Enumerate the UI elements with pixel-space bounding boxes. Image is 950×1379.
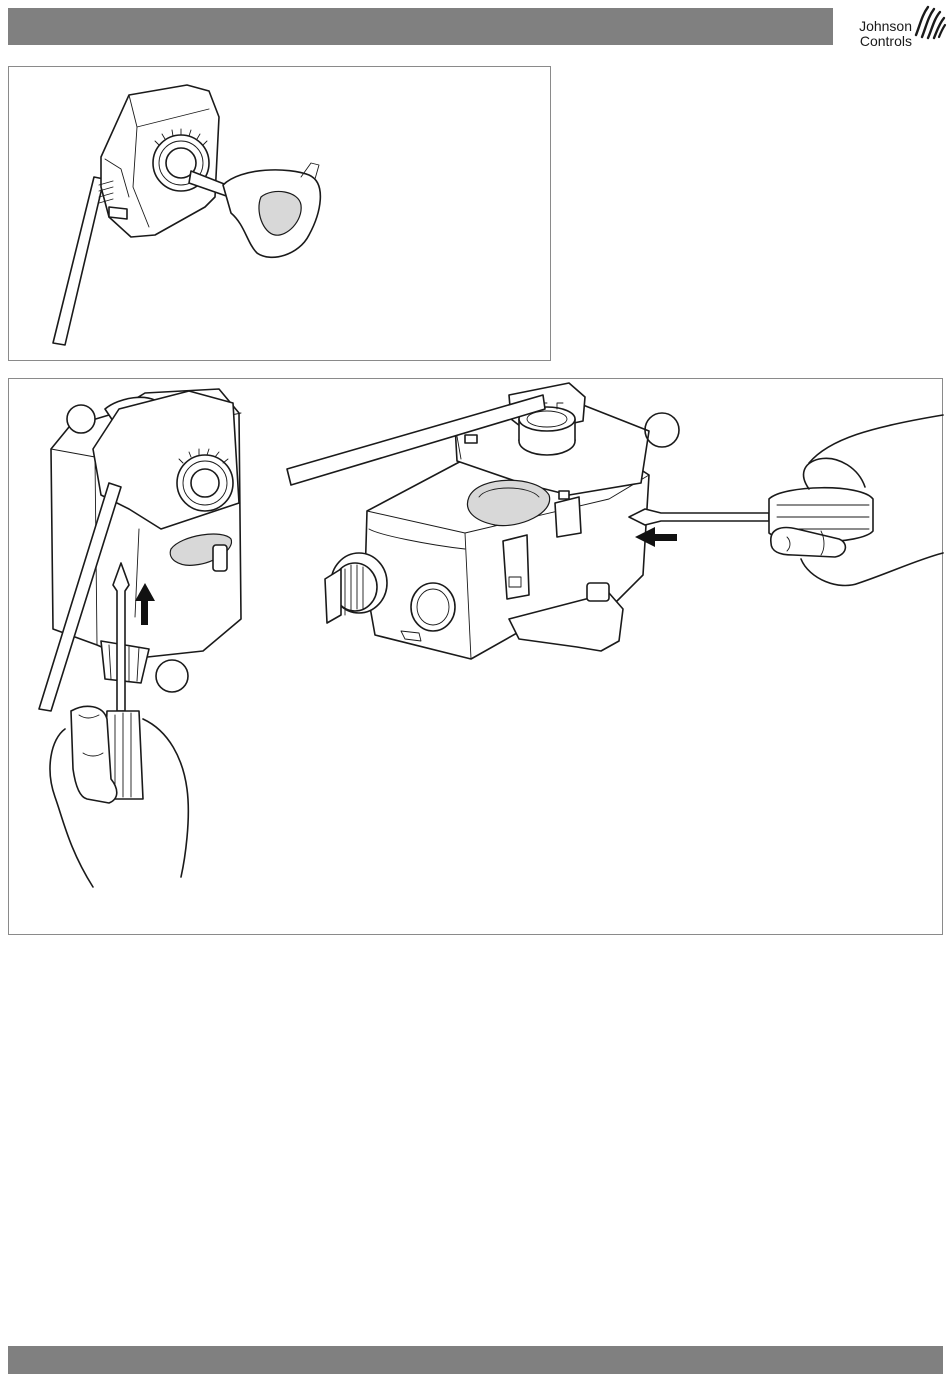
figure-panel-2 [8, 378, 943, 935]
footer-bar [8, 1346, 943, 1374]
header-bar [8, 8, 833, 45]
actuator-front-view [51, 389, 241, 692]
screwdriver-horizontal [629, 488, 873, 542]
actuator-top-view [325, 383, 679, 659]
actuator-side-view-illustration [9, 67, 552, 362]
brand-name: Johnson Controls [842, 19, 912, 49]
brand-logo: Johnson Controls [842, 5, 946, 53]
figure-panel-1 [8, 66, 551, 361]
actuator-release-illustrations [9, 379, 944, 936]
brand-name-line2: Controls [842, 34, 912, 49]
brand-name-line1: Johnson [842, 19, 912, 34]
johnson-controls-logo-icon [912, 5, 946, 41]
